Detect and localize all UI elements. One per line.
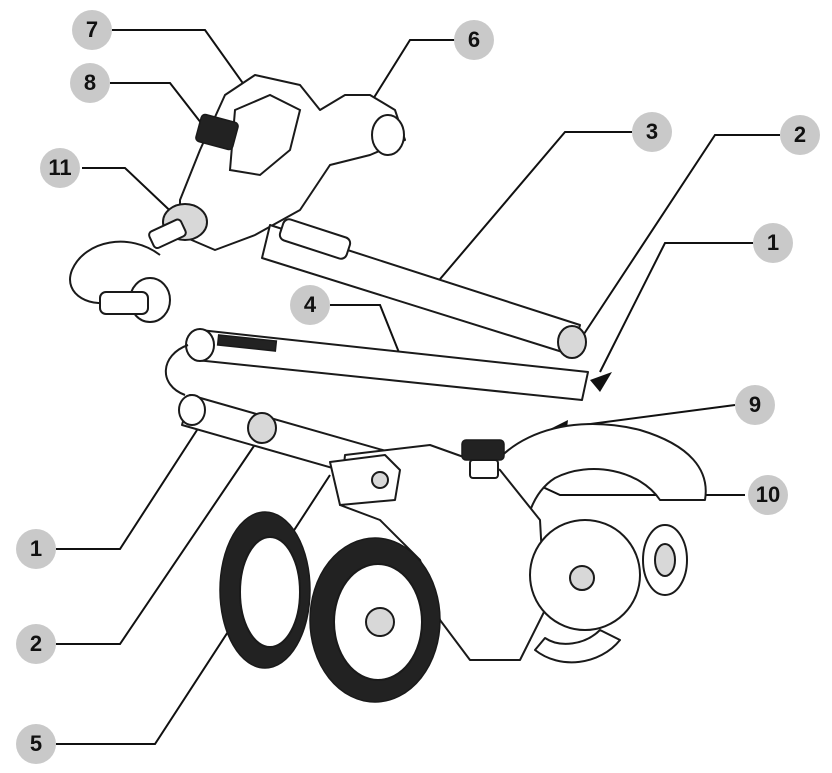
rear-wheel-rim (239, 536, 301, 648)
middle-wire (164, 344, 189, 396)
handle-assembly (69, 74, 587, 359)
callout-5: 5 (16, 724, 56, 764)
leader-6 (359, 39, 455, 121)
depth-adjust-knob (461, 439, 505, 461)
tube-label (278, 218, 352, 260)
callout-6: 6 (454, 20, 494, 60)
handle-frame (179, 74, 406, 251)
leader-1-top (599, 242, 753, 373)
callout-4: 4 (290, 285, 330, 325)
front-wheel-hub (365, 607, 395, 637)
callout-2-bottom: 2 (16, 624, 56, 664)
leader-2-top (579, 134, 780, 341)
tube-bracket (329, 454, 401, 506)
callout-11: 11 (40, 148, 80, 188)
leader-2-bottom (56, 439, 259, 645)
cord-loop (69, 240, 161, 305)
lock-off-button (195, 113, 239, 151)
guide-wheel-hub (654, 543, 676, 577)
leader-3 (434, 131, 632, 286)
middle-tube-stripe (216, 334, 278, 352)
knob-bottom (247, 412, 277, 444)
auxiliary-handle-end (371, 114, 405, 156)
leader-11 (82, 167, 183, 223)
bracket-bolt (371, 471, 389, 489)
knob-top (557, 325, 587, 359)
callout-2-top: 2 (780, 115, 820, 155)
callout-8: 8 (70, 63, 110, 103)
blade-nut (569, 565, 595, 591)
depth-adjust-lever (469, 459, 499, 479)
leader-1-bottom (56, 409, 211, 550)
cord-plug (148, 218, 187, 250)
handle-grip-outline (228, 93, 302, 177)
callout-10: 10 (748, 475, 788, 515)
leader-4 (330, 304, 401, 356)
blade-cover-tip (534, 629, 621, 664)
callout-9: 9 (735, 385, 775, 425)
callout-3: 3 (632, 112, 672, 152)
plug-body (99, 291, 149, 315)
lower-tube-end (178, 394, 206, 426)
callout-1-bottom: 1 (16, 529, 56, 569)
middle-tube-end (185, 328, 215, 362)
callout-1-top: 1 (753, 223, 793, 263)
leader-8 (110, 82, 206, 129)
arrow-1-top (590, 372, 612, 392)
middle-tube (164, 328, 612, 401)
edger-body (219, 423, 707, 703)
callout-7: 7 (72, 10, 112, 50)
